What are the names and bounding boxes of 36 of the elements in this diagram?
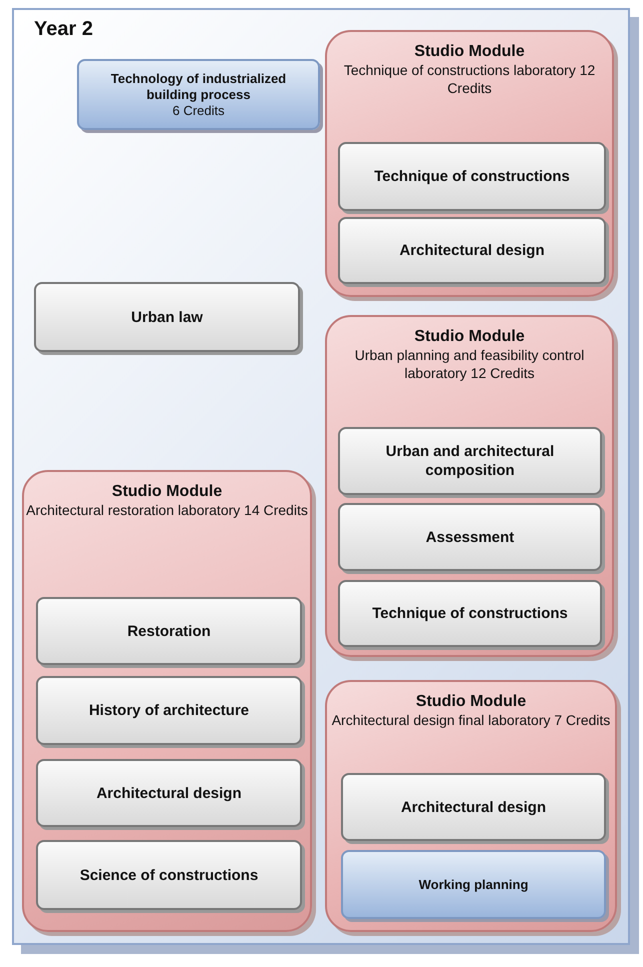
module-description: Architectural restoration laboratory 14 Credits bbox=[26, 501, 308, 519]
module-title: Studio Module bbox=[416, 692, 526, 711]
course-box bbox=[338, 503, 602, 571]
course-name: Urban and architectural composition bbox=[384, 442, 556, 480]
module-description: Urban planning and feasibility control laboratory 12 Credits bbox=[354, 346, 586, 382]
course-name: Restoration bbox=[127, 622, 211, 640]
course-name: History of architecture bbox=[88, 701, 250, 720]
course-box bbox=[338, 427, 602, 495]
course-name: Architectural design bbox=[399, 241, 545, 260]
year-heading: Year 2 bbox=[34, 20, 93, 39]
module-description: Technique of constructions laboratory 12 Credits bbox=[342, 61, 596, 97]
course-box bbox=[341, 773, 606, 841]
course-name: Assessment bbox=[426, 528, 514, 546]
course-box bbox=[338, 217, 606, 284]
course-name: Architectural design bbox=[96, 784, 242, 802]
module-title: Studio Module bbox=[112, 482, 222, 501]
course-box bbox=[34, 282, 300, 352]
module-title: Studio Module bbox=[414, 42, 525, 61]
course-name: Urban law bbox=[131, 308, 203, 326]
course-box bbox=[36, 840, 302, 910]
module-description: Architectural design final laboratory 7 Credits bbox=[332, 711, 610, 729]
course-box bbox=[338, 580, 602, 647]
course-name: Technique of constructions bbox=[374, 167, 570, 186]
course-box bbox=[36, 759, 302, 827]
course-name: Science of constructions bbox=[80, 866, 258, 884]
course-name: Technology of industrialized building process bbox=[110, 70, 288, 102]
course-box bbox=[338, 142, 606, 211]
course-name: Technique of constructions bbox=[372, 604, 568, 623]
course-box bbox=[36, 597, 302, 665]
course-name: Working planning bbox=[418, 876, 528, 892]
course-name: Architectural design bbox=[400, 798, 546, 816]
module-title: Studio Module bbox=[414, 327, 525, 346]
course-box bbox=[77, 59, 320, 130]
course-box bbox=[36, 676, 302, 745]
credits-text: 6 Credits bbox=[172, 102, 225, 118]
course-box bbox=[341, 850, 606, 919]
